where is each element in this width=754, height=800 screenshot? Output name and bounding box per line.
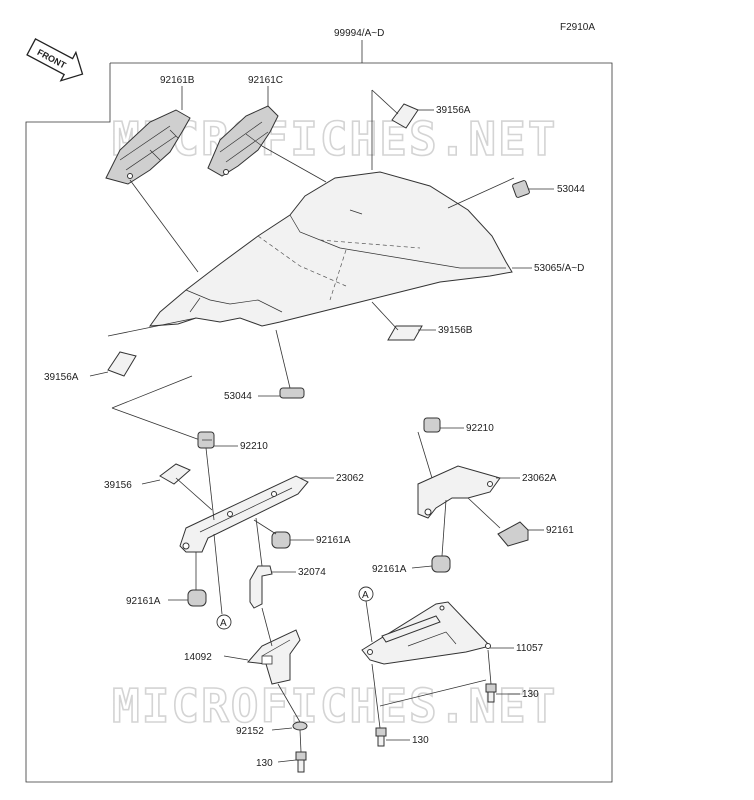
- callout-92161a-3: 92161A: [372, 564, 407, 575]
- callout-92161c: 92161C: [248, 75, 283, 86]
- callout-130-right: 130: [522, 689, 539, 700]
- callout-11057: 11057: [516, 643, 544, 654]
- grip-92161b: [105, 109, 191, 185]
- pad-39156b: [387, 325, 423, 341]
- bumper-53044-right: [512, 180, 530, 198]
- callout-39156b: 39156B: [438, 325, 473, 336]
- callout-14092: 14092: [184, 652, 212, 663]
- figure-code: F2910A: [560, 22, 595, 33]
- clip-92210-right: [423, 417, 441, 433]
- callout-39156a-left: 39156A: [44, 372, 79, 383]
- callout-130-bottom: 130: [256, 758, 273, 769]
- front-arrow-icon: FRONT: [26, 38, 84, 82]
- callout-92152: 92152: [236, 726, 264, 737]
- hook-32074: [249, 565, 273, 609]
- callout-53044-mid: 53044: [224, 391, 252, 402]
- callout-130-mid: 130: [412, 735, 429, 746]
- grip-92161c: [207, 105, 279, 177]
- callout-92161a-2: 92161A: [126, 596, 161, 607]
- callout-53065: 53065/A~D: [534, 263, 584, 274]
- bumper-53044-mid: [279, 387, 305, 399]
- callout-23062a: 23062A: [522, 473, 557, 484]
- pad-92161: [497, 521, 529, 547]
- ref-mark-a-left: A: [216, 614, 232, 630]
- plate-11057: [361, 601, 491, 665]
- bolt-130-right: [485, 683, 497, 703]
- watermark-bottom: MICROFICHES.NET: [112, 679, 557, 733]
- seat-cowl: [148, 171, 513, 327]
- callout-92210-left: 92210: [240, 441, 268, 452]
- bolt-130-bottom: [295, 751, 307, 773]
- callout-92161a-1: 92161A: [316, 535, 351, 546]
- ref-mark-a-right-label: A: [362, 590, 369, 601]
- pad-39156a-left: [107, 351, 137, 377]
- bracket-23062a: [417, 465, 501, 519]
- bumper-92161a-2: [187, 589, 207, 607]
- callout-92161b: 92161B: [160, 75, 195, 86]
- callout-32074: 32074: [298, 567, 326, 578]
- kit-frame: [25, 62, 613, 783]
- callout-92210-right: 92210: [466, 423, 494, 434]
- ref-mark-a-left-label: A: [220, 618, 227, 629]
- callout-92161: 92161: [546, 525, 574, 536]
- callout-23062: 23062: [336, 473, 364, 484]
- clip-92210-left: [197, 431, 215, 449]
- bolt-130-mid: [375, 727, 387, 747]
- callout-39156: 39156: [104, 480, 132, 491]
- spacer-92152: [292, 721, 308, 731]
- callout-39156a-top: 39156A: [436, 105, 471, 116]
- pad-39156: [159, 463, 191, 485]
- ref-mark-a-right: A: [358, 586, 374, 602]
- callout-53044-right: 53044: [557, 184, 585, 195]
- bumper-92161a-3: [431, 555, 451, 573]
- bracket-14092: [246, 629, 301, 685]
- callout-99994: 99994/A~D: [334, 28, 384, 39]
- bumper-92161a-1: [271, 531, 291, 549]
